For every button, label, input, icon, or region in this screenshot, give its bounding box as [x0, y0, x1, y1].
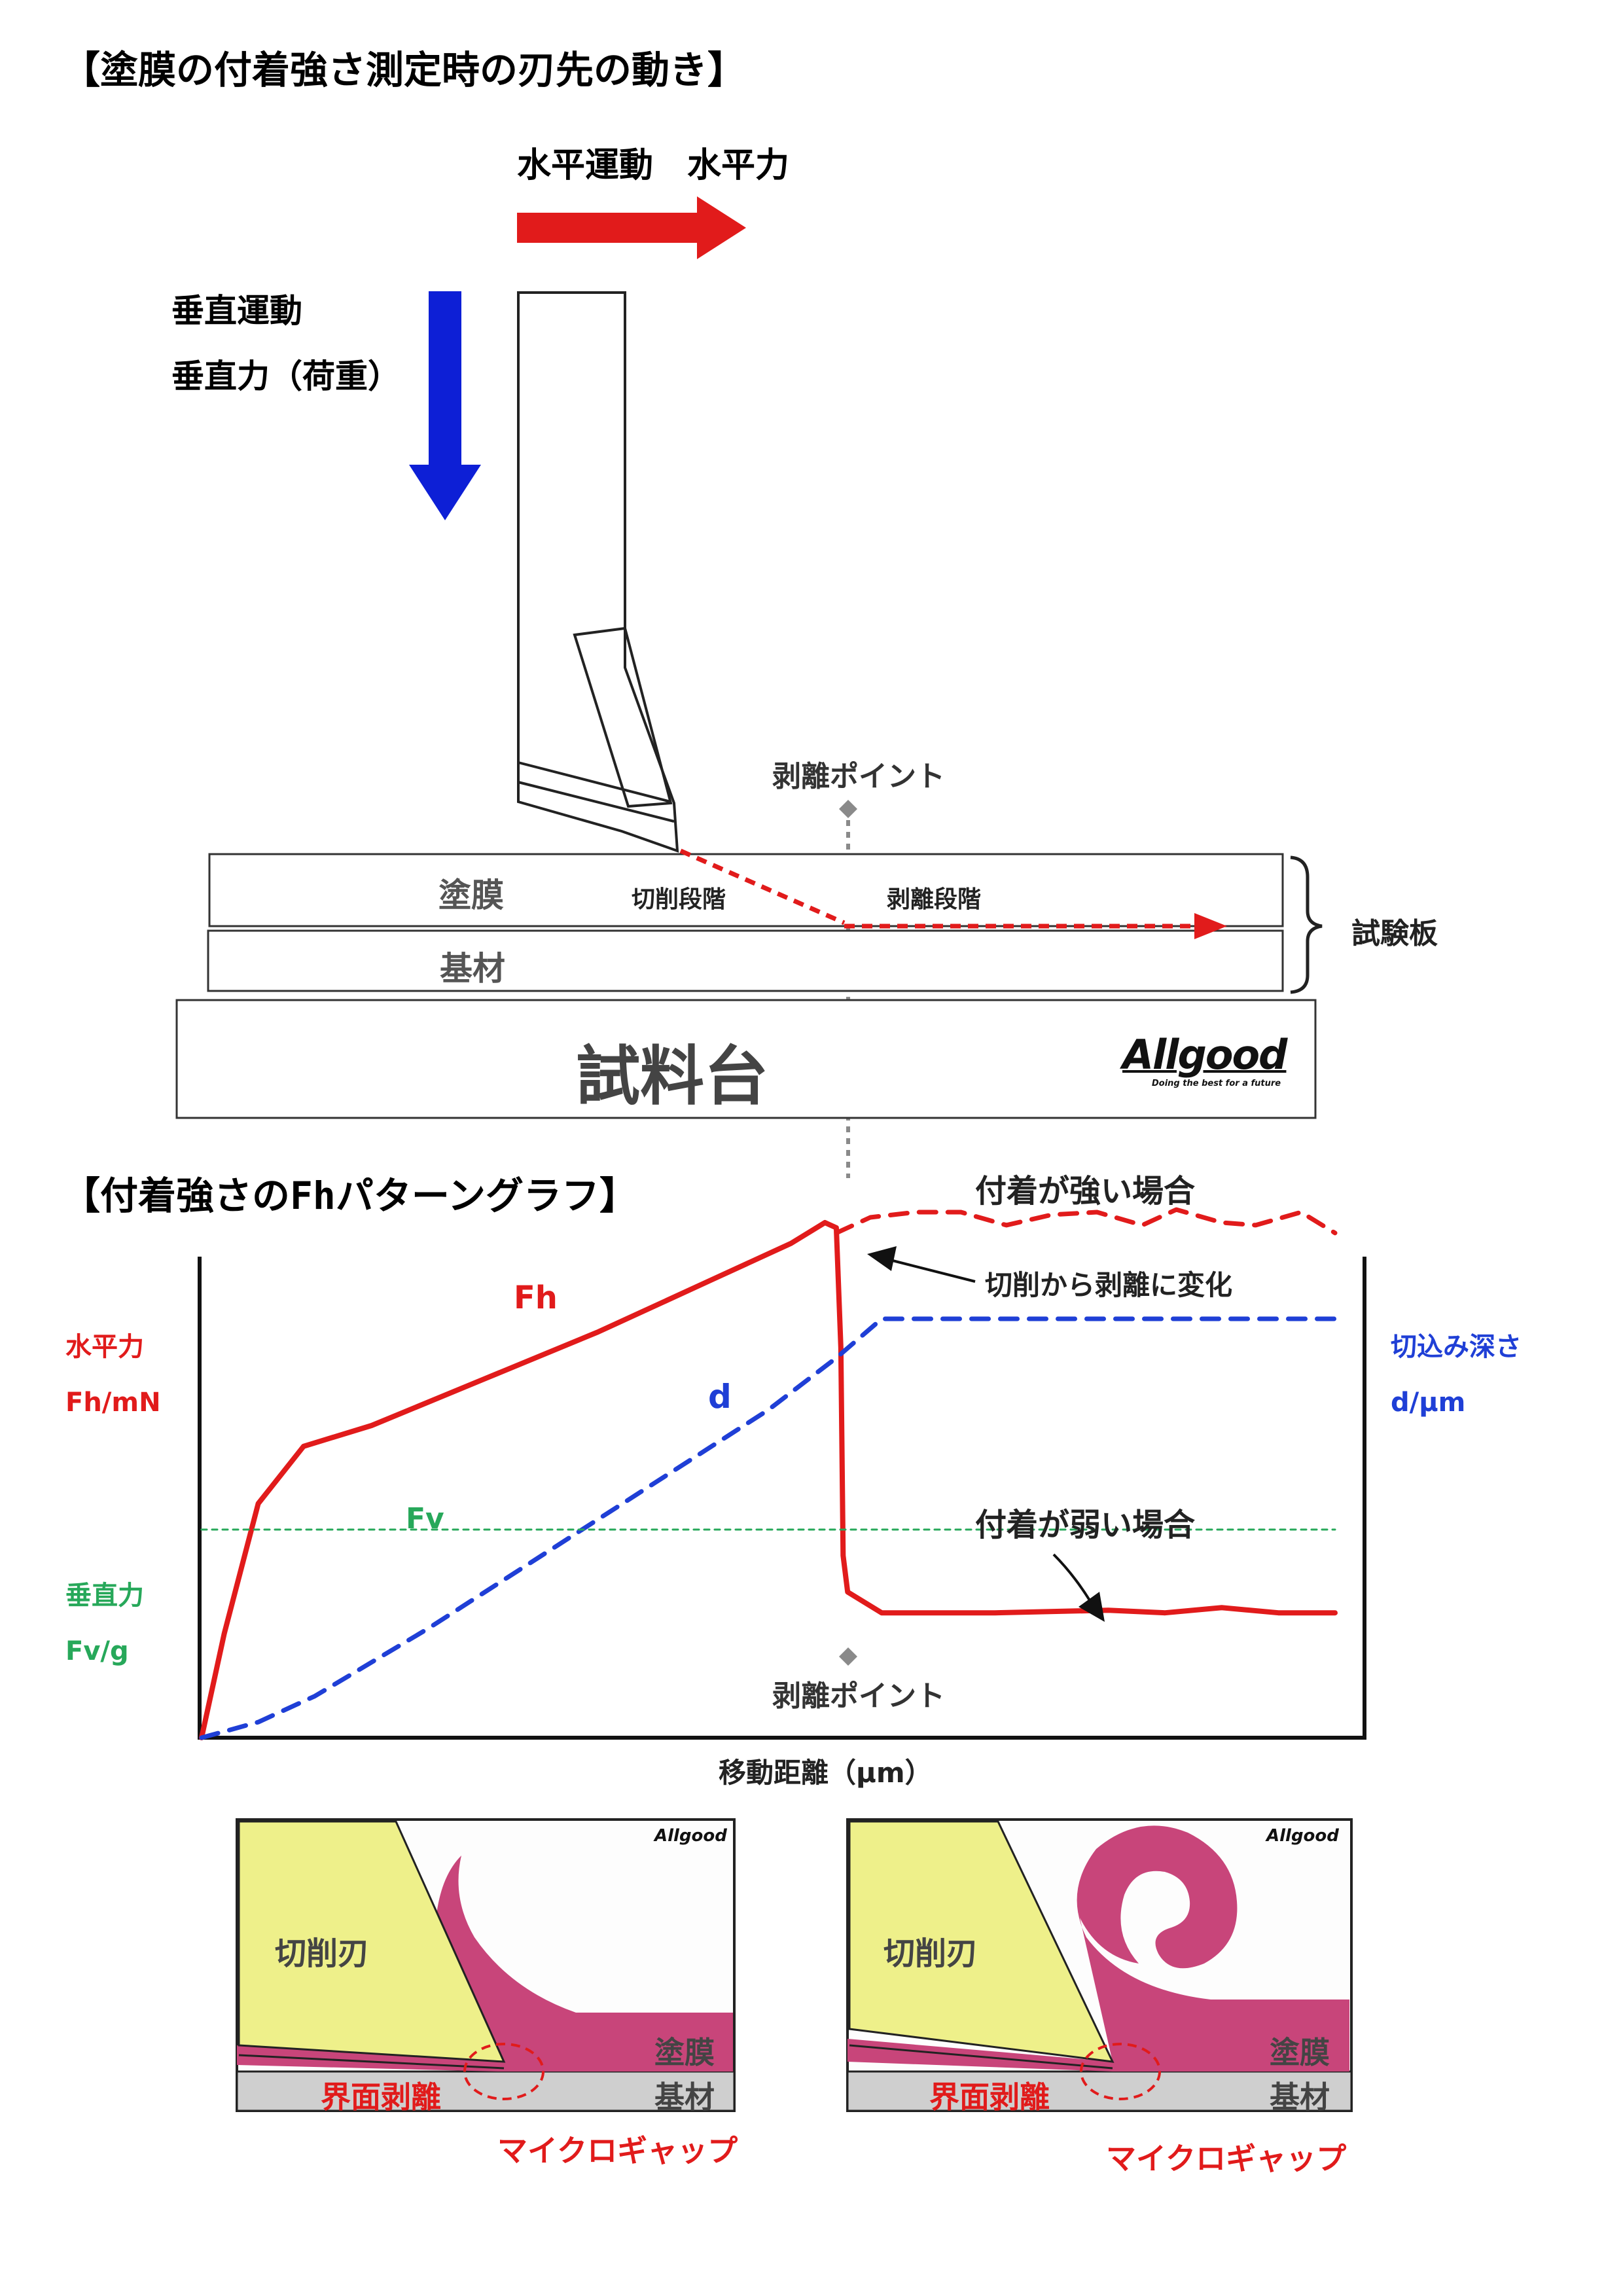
right-coating-label: 塗膜 — [1270, 2035, 1330, 2070]
series-label-fv: Fv — [406, 1502, 444, 1535]
logo-tagline: Doing the best for a future — [1152, 1079, 1281, 1088]
x-axis-label: 移動距離（μm） — [719, 1757, 933, 1789]
right-closeup-panel — [846, 1818, 1353, 2112]
test-plate-brace — [1290, 855, 1323, 994]
change-note-arrow — [889, 1259, 976, 1283]
right-substrate-label: 基材 — [1270, 2079, 1330, 2115]
sample-stage — [175, 999, 1317, 1119]
weak-case-arrowhead — [1079, 1592, 1105, 1622]
vertical-force-label: 垂直力（荷重） — [171, 357, 401, 395]
left-blade — [238, 1820, 506, 2063]
coating-layer — [208, 853, 1284, 927]
right-axis-label-1: 切込み深さ — [1391, 1332, 1522, 1362]
test-plate-label: 試験板 — [1351, 917, 1438, 950]
weak-case-label: 付着が弱い場合 — [975, 1507, 1196, 1543]
peel-point-bottom-label: 剥離ポイント — [772, 1679, 945, 1713]
horizontal-motion-label: 水平運動 水平力 — [517, 146, 790, 185]
change-note-arrowhead — [867, 1246, 897, 1271]
right-blade-label: 切削刃 — [883, 1935, 978, 1972]
right-panel-logo: Allgood — [1266, 1826, 1339, 1846]
left-axis-label-2: Fh/mN — [65, 1388, 161, 1418]
left-substrate — [236, 2070, 736, 2112]
strong-case-label: 付着が強い場合 — [975, 1173, 1196, 1210]
left-microgap-circle — [463, 2043, 544, 2100]
left-microgap-label: マイクロギャップ — [497, 2133, 738, 2168]
left-panel-logo: Allgood — [654, 1826, 727, 1846]
right-substrate — [846, 2070, 1353, 2112]
weak-case-arrow — [1052, 1553, 1091, 1602]
series-line-1 — [834, 1207, 1338, 1236]
blade-path — [679, 848, 1198, 929]
right-coating — [847, 1825, 1349, 2072]
section1-title: 【塗膜の付着強さ測定時の刃先の動き】 — [62, 48, 746, 92]
left-blade-label: 切削刃 — [275, 1935, 370, 1972]
left-coating-label: 塗膜 — [654, 2035, 715, 2070]
right-axis-label-2: d/μm — [1391, 1388, 1466, 1418]
blade-path-arrowhead — [1194, 913, 1227, 939]
peel-point-top-label: 剥離ポイント — [772, 760, 945, 793]
right-interface-label: 界面剥離 — [929, 2079, 1050, 2115]
right-microgap-circle — [1080, 2043, 1161, 2100]
sample-stage-label: 試料台 — [576, 1039, 769, 1114]
chart-frame — [198, 1257, 1366, 1740]
horizontal-arrow — [517, 196, 746, 259]
peel-point-marker-top — [839, 800, 857, 818]
series-line-0 — [199, 1219, 1338, 1740]
left-closeup-panel — [236, 1818, 736, 2112]
vertical-arrow — [409, 291, 481, 520]
series-line-2 — [199, 1316, 1338, 1740]
section2-title: 【付着強さのFhパターングラフ】 — [62, 1174, 637, 1218]
cutting-stage-label: 切削段階 — [632, 886, 726, 913]
left-axis-label-3: 垂直力 — [65, 1581, 144, 1611]
series-label-d: d — [708, 1378, 732, 1416]
series-label-fh: Fh — [514, 1280, 558, 1316]
chart-series-layer — [199, 1207, 1338, 1740]
left-coating — [237, 1856, 733, 2072]
coating-label: 塗膜 — [438, 876, 504, 914]
right-blade — [848, 1820, 1115, 2063]
right-microgap-label: マイクロギャップ — [1106, 2141, 1347, 2176]
left-axis-label-4: Fv/g — [65, 1636, 129, 1666]
cutting-blade — [517, 291, 679, 853]
substrate-layer — [207, 929, 1284, 992]
change-note-label: 切削から剥離に変化 — [985, 1269, 1233, 1301]
logo-name: Allgood — [1122, 1031, 1287, 1079]
peel-point-marker-bottom — [839, 1647, 857, 1666]
vertical-motion-label: 垂直運動 — [171, 292, 302, 330]
fh-pattern-chart — [198, 1207, 1366, 1740]
peeling-stage-label: 剥離段階 — [887, 886, 982, 913]
left-substrate-label: 基材 — [654, 2079, 715, 2115]
substrate-label: 基材 — [440, 950, 505, 988]
allgood-logo: Allgood Doing the best for a future — [1122, 1031, 1287, 1088]
left-axis-label-1: 水平力 — [65, 1332, 144, 1362]
section1-diagram — [175, 196, 1323, 1178]
left-interface-label: 界面剥離 — [321, 2079, 441, 2115]
